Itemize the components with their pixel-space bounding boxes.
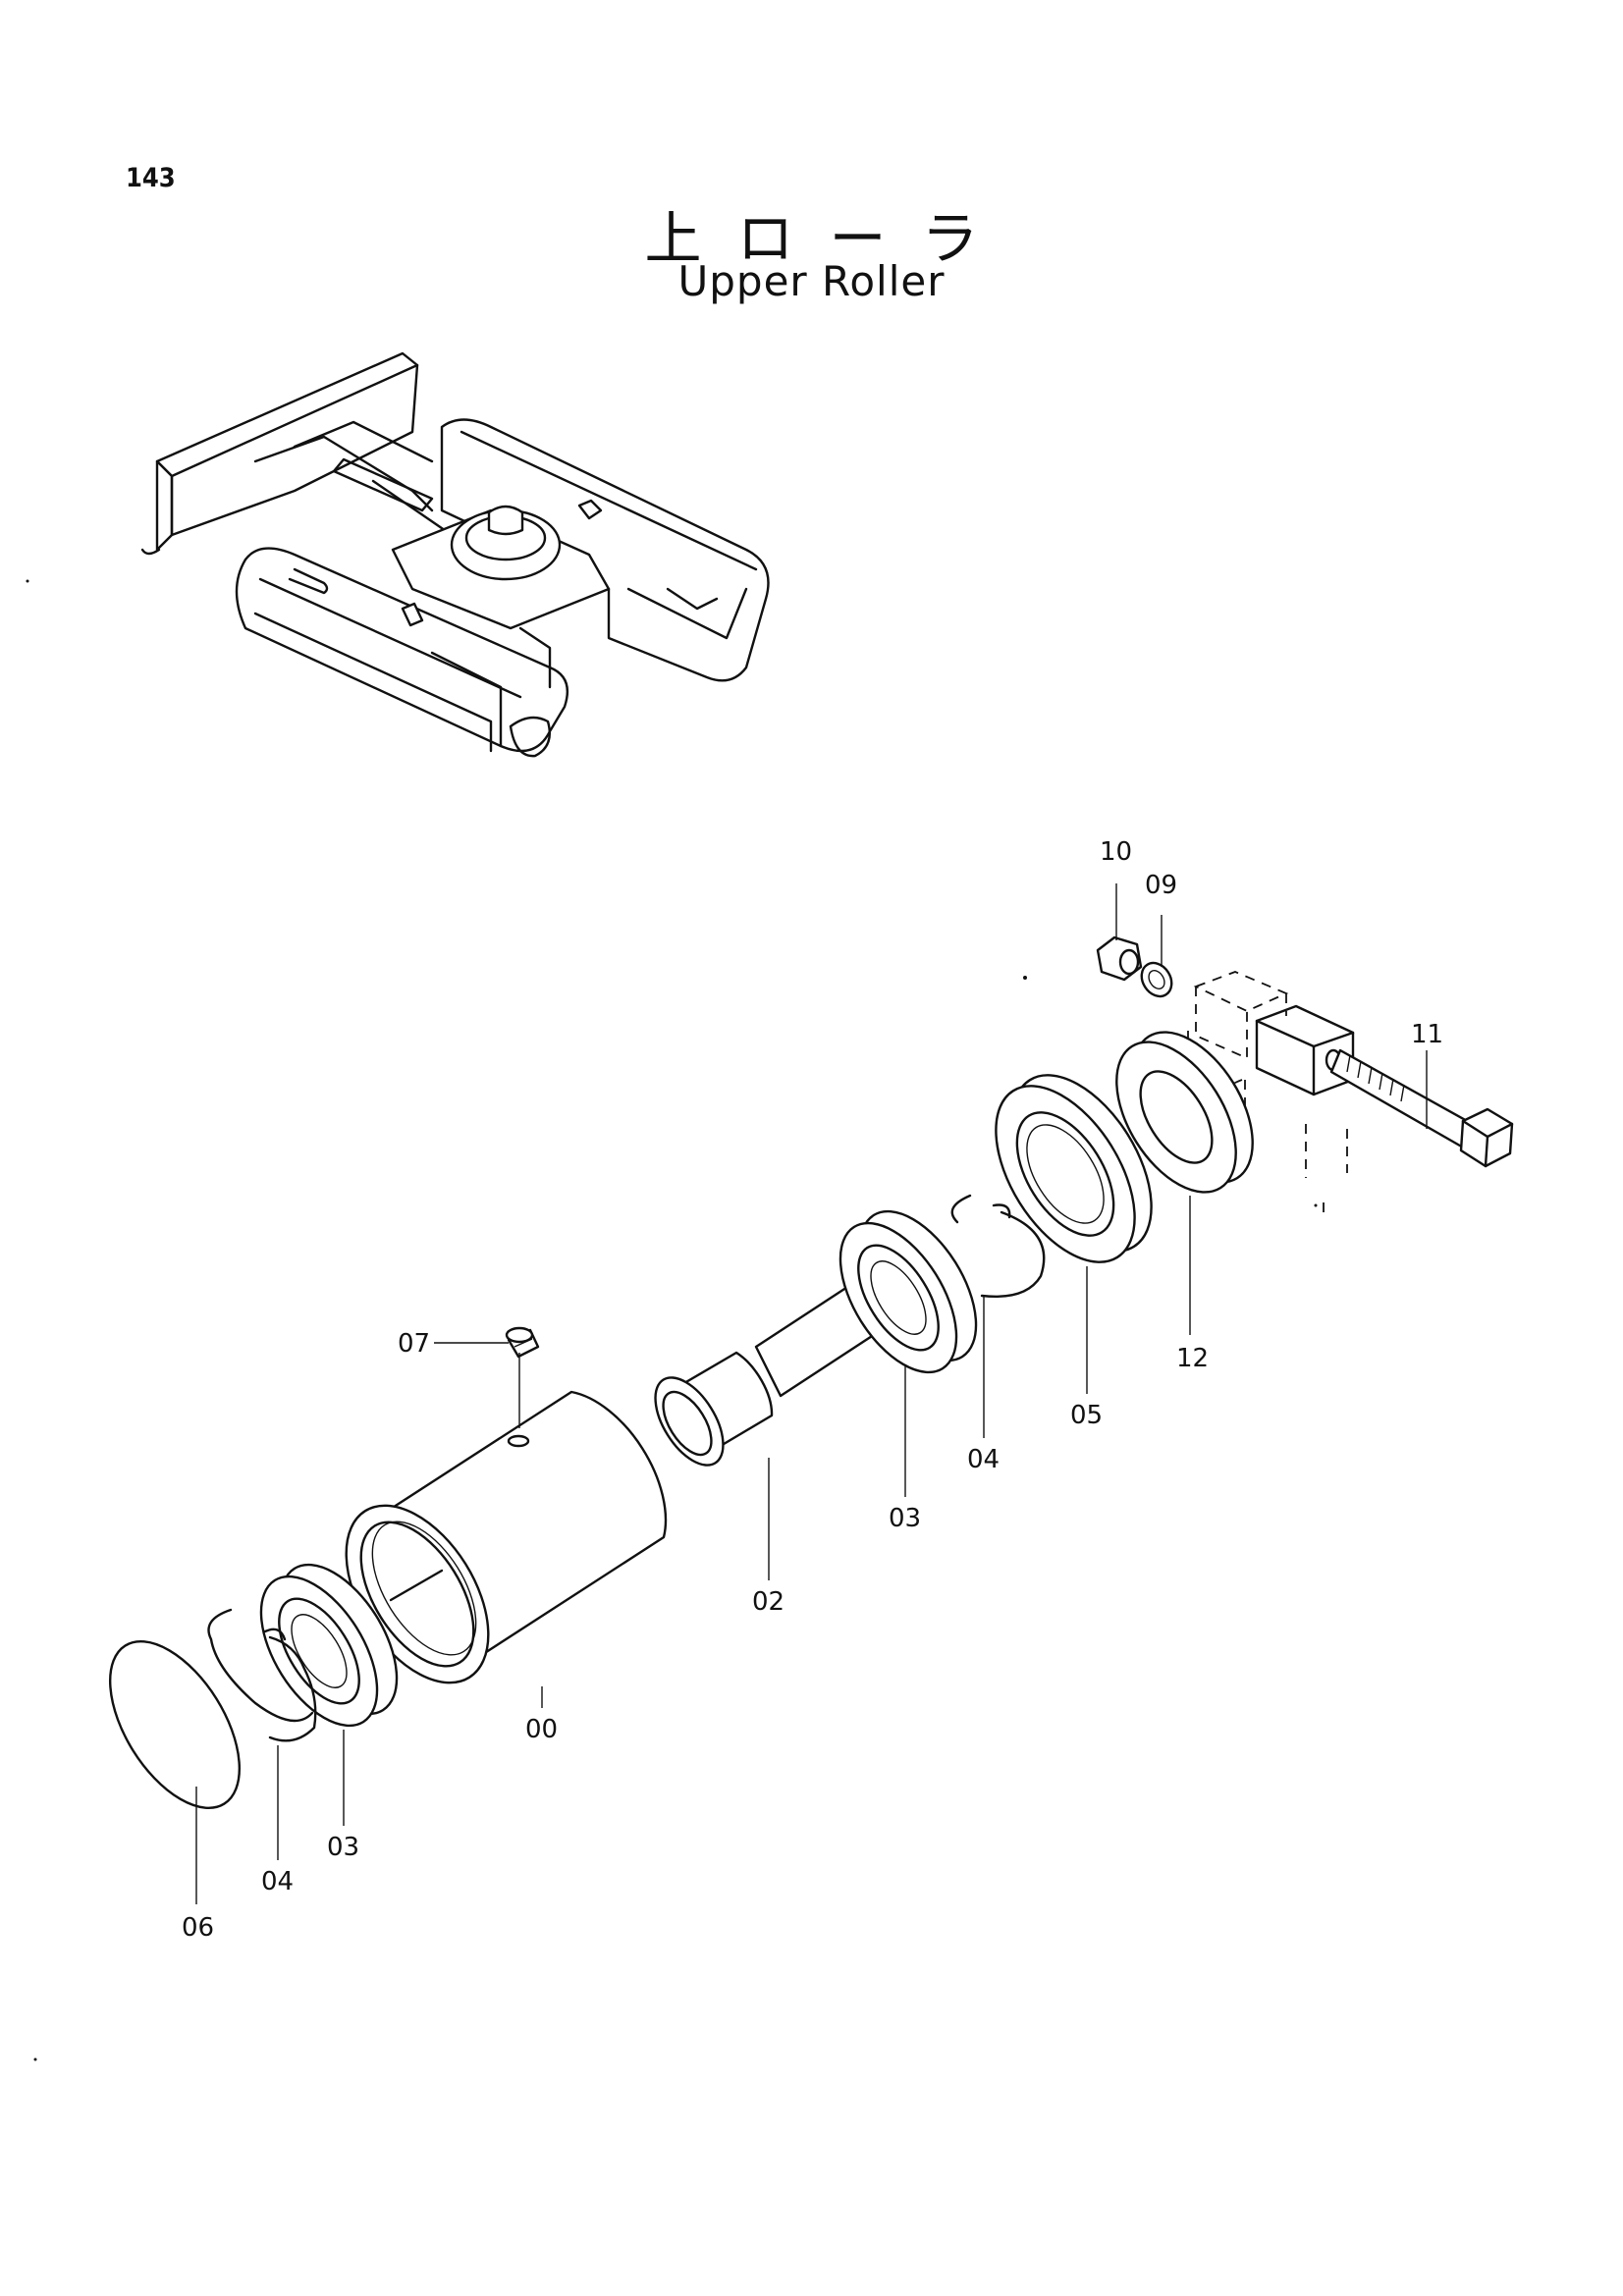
page-number: 143 — [126, 163, 176, 193]
callout-07: 07 — [398, 1329, 430, 1359]
callout-11: 11 — [1411, 1020, 1443, 1049]
part-12-seal-ring — [1115, 1031, 1254, 1194]
callout-00: 00 — [525, 1715, 558, 1744]
callout-12: 12 — [1176, 1344, 1209, 1373]
callout-03-left: 03 — [327, 1833, 359, 1862]
part-03-bearing-right — [839, 1209, 978, 1374]
scan-specks — [26, 579, 1318, 2061]
title-english: Upper Roller — [677, 257, 946, 305]
callout-10: 10 — [1100, 837, 1132, 867]
part-03-bearing-left — [259, 1563, 399, 1728]
part-10-nut — [1096, 935, 1143, 982]
part-07-plug — [505, 1326, 540, 1359]
part-06-end-cap — [108, 1639, 242, 1810]
callout-04-right: 04 — [967, 1445, 1000, 1474]
part-04-snap-ring-right — [950, 1194, 1046, 1298]
part-09-spring-washer — [1140, 961, 1173, 998]
callout-labels: 00 02 03 03 04 04 05 06 07 09 10 11 12 — [182, 837, 1443, 1943]
callout-05: 05 — [1070, 1401, 1103, 1430]
callout-04-left: 04 — [261, 1867, 294, 1896]
callout-09: 09 — [1145, 871, 1177, 900]
undercarriage-illustration — [140, 351, 770, 758]
part-11-bolt — [1329, 1048, 1514, 1168]
callout-06: 06 — [182, 1913, 214, 1943]
callout-02: 02 — [752, 1587, 784, 1617]
title-japanese: 上ローラ — [644, 205, 1014, 272]
callout-leaders — [195, 883, 1428, 1904]
part-04-snap-ring-left — [207, 1608, 317, 1742]
part-05-seal-housing — [995, 1074, 1153, 1263]
callout-03-right: 03 — [889, 1504, 921, 1533]
